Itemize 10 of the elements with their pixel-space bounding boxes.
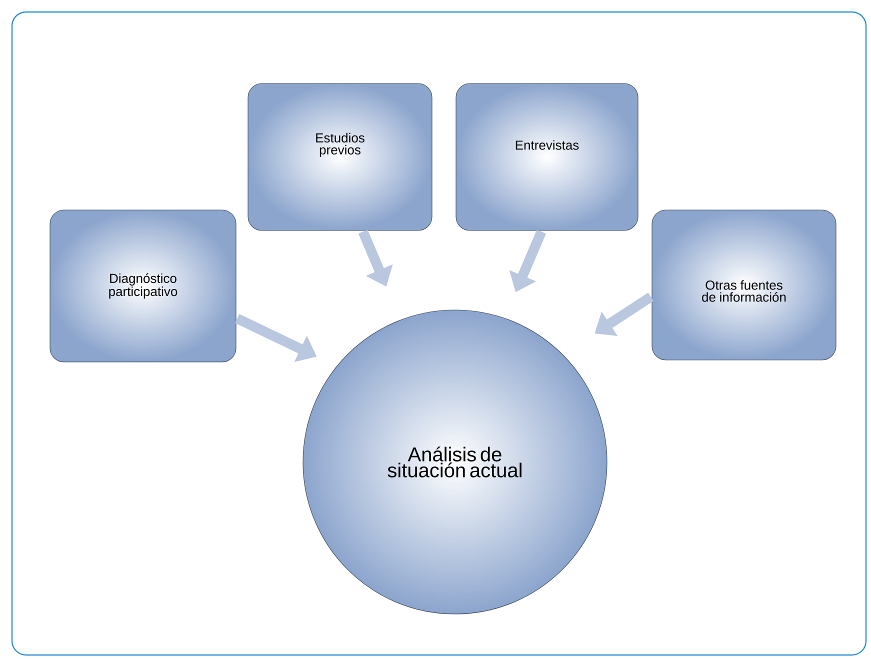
node-label: Análisis de situación actual [388, 446, 522, 478]
node-label: Entrevistas [516, 140, 579, 150]
process-box [456, 83, 638, 231]
process-box [652, 210, 836, 360]
node-label: Diagnóstico participativo [109, 273, 178, 299]
process-circle [302, 310, 608, 614]
node-label: Estudios previos [316, 132, 364, 158]
process-box [50, 210, 236, 362]
node-label: Otras fuentes de información [702, 280, 786, 302]
process-box [248, 83, 432, 231]
